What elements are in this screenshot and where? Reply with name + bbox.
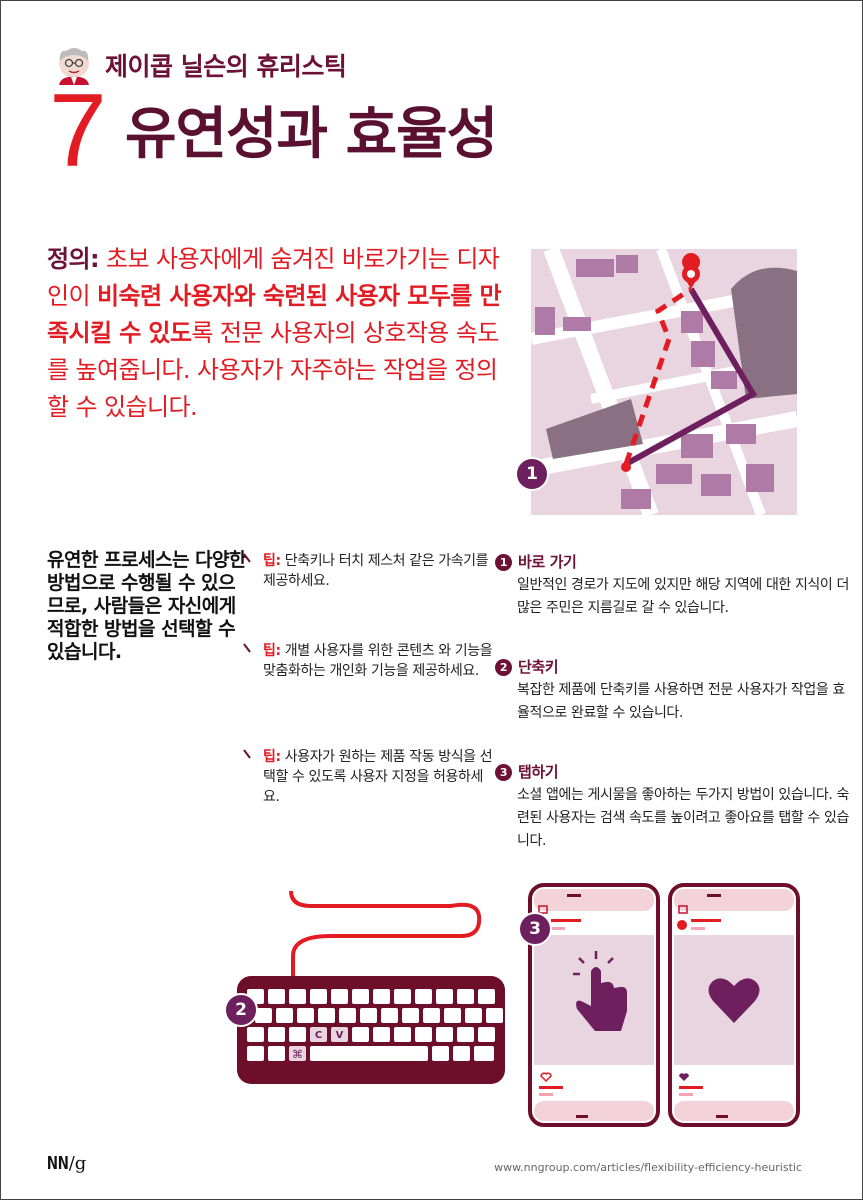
keyboard-key bbox=[423, 1008, 440, 1023]
keyboard-key bbox=[247, 1046, 264, 1061]
keyboard-key bbox=[381, 1008, 398, 1023]
definition-part1: 초보 사용자에게 숨겨진 바로가기는 디자인이 bbox=[47, 245, 500, 310]
note-tap: 3 탭하기 소셜 앱에는 게시물을 좋아하는 두가지 방법이 있습니다. 숙련된 … bbox=[495, 761, 855, 853]
page-subtitle: 제이콥 닐슨의 휴리스틱 bbox=[105, 52, 347, 81]
keyboard-key bbox=[310, 1027, 327, 1042]
note-text: 복잡한 제품에 단축키를 사용하면 전문 사용자가 작업을 효율적으로 완료할 … bbox=[517, 682, 845, 721]
key-v-label: V bbox=[336, 1030, 344, 1041]
article-url: www.nngroup.com/articles/flexibility-eff… bbox=[494, 1161, 802, 1174]
phone-badge: 3 bbox=[518, 912, 552, 946]
definition-label: 정의: bbox=[47, 245, 100, 273]
keyboard-key bbox=[432, 1046, 449, 1061]
keyboard-key bbox=[331, 989, 348, 1004]
note-title: 단축키 bbox=[518, 658, 559, 676]
tip-1: 팁: 단축키나 터치 제스처 같은 가속기를 제공하세요. bbox=[243, 551, 493, 591]
note-number-badge: 1 bbox=[495, 554, 512, 571]
note-title: 바로 가기 bbox=[518, 553, 577, 571]
keyboard-key bbox=[289, 989, 306, 1004]
keyboard-key bbox=[297, 1008, 314, 1023]
keyboard-keys: C V ⌘ bbox=[247, 989, 503, 1061]
heuristic-number: 7 bbox=[49, 73, 107, 189]
note-number-badge: 3 bbox=[495, 764, 512, 781]
keyboard-key bbox=[373, 1027, 390, 1042]
tip-text: 사용자가 원하는 제품 작동 방식을 선택할 수 있도록 사용자 지정을 허용하… bbox=[263, 749, 493, 805]
keyboard-key bbox=[465, 1008, 482, 1023]
keyboard-key bbox=[457, 1027, 474, 1042]
keyboard-key bbox=[478, 1027, 495, 1042]
tip-marker-icon bbox=[243, 553, 251, 563]
keyboard-key bbox=[394, 1027, 411, 1042]
keyboard-key bbox=[415, 989, 432, 1004]
keyboard-key bbox=[268, 989, 285, 1004]
logo-rest: /g bbox=[68, 1153, 87, 1174]
keyboard-key bbox=[268, 1027, 285, 1042]
keyboard-key bbox=[453, 1046, 470, 1061]
flexible-process-text: 유연한 프로세스는 다양한 방법으로 수행될 수 있으므로, 사람들은 자신에게… bbox=[47, 549, 247, 663]
keyboard-key bbox=[339, 1008, 356, 1023]
keyboard-key bbox=[394, 989, 411, 1004]
keyboard-key bbox=[436, 989, 453, 1004]
tip-marker-icon bbox=[243, 749, 251, 759]
tip-label: 팁: bbox=[263, 749, 281, 765]
spacebar-key bbox=[310, 1046, 428, 1061]
keyboard-badge: 2 bbox=[224, 993, 258, 1027]
keyboard-key bbox=[352, 989, 369, 1004]
keyboard-key bbox=[331, 1027, 348, 1042]
keyboard-key bbox=[474, 1046, 494, 1061]
keyboard-key bbox=[436, 1027, 453, 1042]
note-text: 소셜 앱에는 게시물을 좋아하는 두가지 방법이 있습니다. 숙련된 사용자는 … bbox=[517, 787, 849, 849]
keyboard-key bbox=[486, 1008, 503, 1023]
tip-2: 팁: 개별 사용자를 위한 콘텐츠 와 기능을 맞춤화하는 개인화 기능을 제공… bbox=[243, 641, 493, 681]
keyboard-key bbox=[289, 1027, 306, 1042]
tip-3: 팁: 사용자가 원하는 제품 작동 방식을 선택할 수 있도록 사용자 지정을 … bbox=[243, 747, 493, 807]
keyboard-key bbox=[247, 1027, 264, 1042]
nng-logo: NN/g bbox=[47, 1153, 86, 1174]
note-shortcut: 1 바로 가기 일반적인 경로가 지도에 있지만 해당 지역에 대한 지식이 더 … bbox=[495, 551, 855, 620]
map-illustration bbox=[531, 249, 797, 515]
tip-marker-icon bbox=[243, 643, 251, 653]
keyboard-key bbox=[444, 1008, 461, 1023]
key-c-label: C bbox=[315, 1030, 322, 1041]
definition-part2: 록 전문 사용자의 상호작용 속도를 높여줍니다. 사용자가 자주하는 작업을 … bbox=[47, 319, 499, 421]
keyboard-key bbox=[318, 1008, 335, 1023]
key-cmd-label: ⌘ bbox=[292, 1048, 303, 1061]
keyboard-key bbox=[276, 1008, 293, 1023]
note-hotkey: 2 단축키 복잡한 제품에 단축키를 사용하면 전문 사용자가 작업을 효율적으로… bbox=[495, 656, 855, 725]
page-title: 유연성과 효율성 bbox=[125, 102, 498, 167]
keyboard-key bbox=[268, 1046, 285, 1061]
note-text: 일반적인 경로가 지도에 있지만 해당 지역에 대한 지식이 더 많은 주민은 … bbox=[517, 577, 849, 616]
keyboard-key bbox=[457, 989, 474, 1004]
keyboard-key bbox=[360, 1008, 377, 1023]
jakob-nielsen-avatar-icon bbox=[59, 48, 89, 85]
keyboard-key bbox=[373, 989, 390, 1004]
keyboard-key bbox=[310, 989, 327, 1004]
tip-label: 팁: bbox=[263, 553, 281, 569]
tip-label: 팁: bbox=[263, 643, 281, 659]
keyboard-key bbox=[402, 1008, 419, 1023]
keyboard-key bbox=[415, 1027, 432, 1042]
map-badge: 1 bbox=[515, 457, 549, 491]
tip-text: 단축키나 터치 제스처 같은 가속기를 제공하세요. bbox=[263, 553, 489, 589]
definition-text: 정의: 초보 사용자에게 숨겨진 바로가기는 디자인이 비숙련 사용자와 숙련된… bbox=[47, 241, 517, 426]
note-number-badge: 2 bbox=[495, 659, 512, 676]
logo-bold: NN bbox=[47, 1153, 69, 1174]
keyboard-key bbox=[289, 1046, 306, 1061]
keyboard-key bbox=[478, 989, 495, 1004]
note-title: 탭하기 bbox=[518, 763, 559, 781]
tip-text: 개별 사용자를 위한 콘텐츠 와 기능을 맞춤화하는 개인화 기능을 제공하세요… bbox=[263, 643, 493, 679]
definition-bold: 비숙련 사용자와 숙련된 사용자 모두를 만족시킬 수 있도 bbox=[47, 282, 502, 347]
keyboard-key bbox=[352, 1027, 369, 1042]
